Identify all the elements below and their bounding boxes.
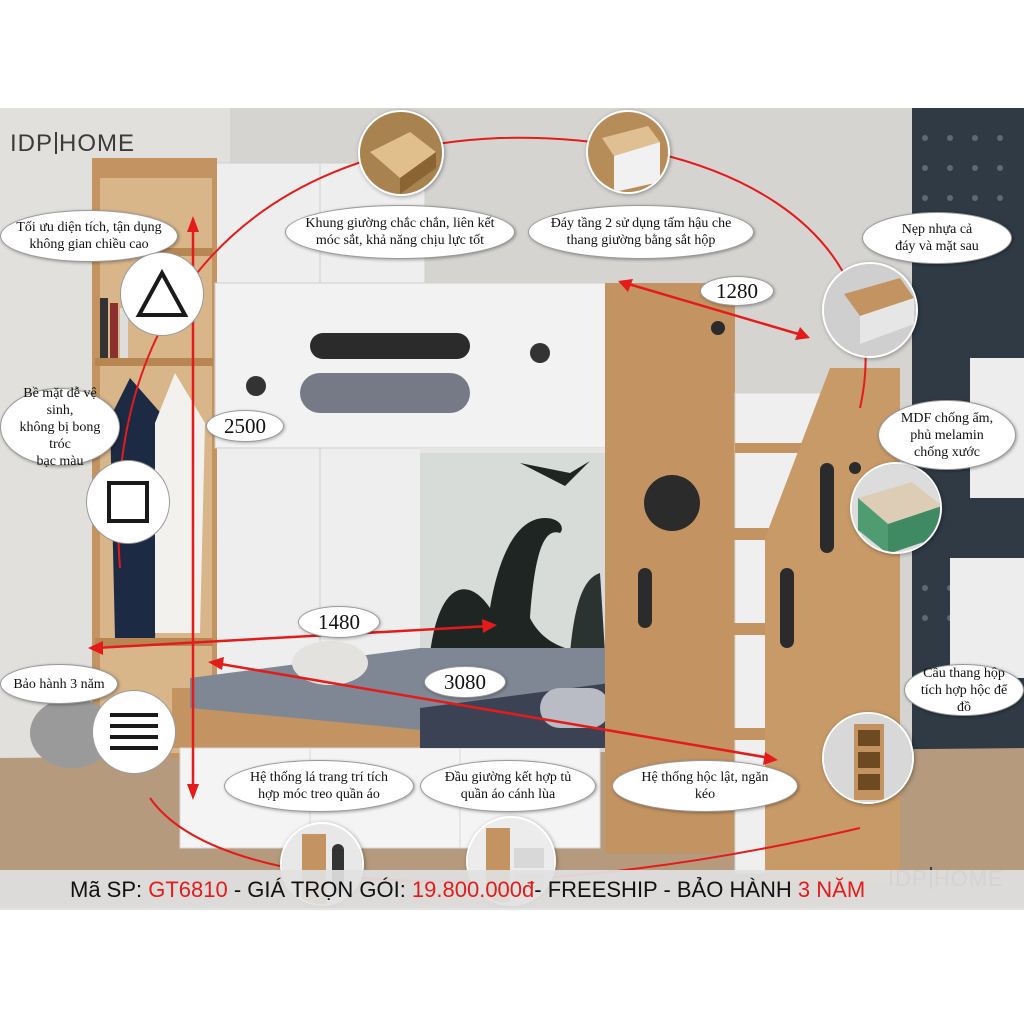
wood-joint-thumbnail	[358, 110, 444, 196]
dimension-width: 1480	[298, 606, 380, 638]
callout-headboard-wardrobe: Đầu giường kết hợp tủ quần áo cánh lùa	[420, 760, 596, 812]
square-icon	[86, 460, 170, 544]
warranty-value: 3 NĂM	[797, 877, 866, 902]
edge-banding-thumbnail	[822, 262, 918, 358]
callout-easy-clean: Bề mặt dễ vệ sinh, không bị bong tróc bạ…	[0, 386, 120, 469]
callout-decor-hooks: Hệ thống lá trang trí tích hợp móc treo …	[224, 760, 414, 812]
dimension-height: 2500	[206, 410, 284, 442]
panel-corner-thumbnail	[586, 110, 670, 194]
shipping-text: - FREESHIP - BẢO HÀNH	[534, 877, 798, 902]
callout-mdf-material: MDF chống ẩm, phủ melamin chống xước	[878, 400, 1016, 470]
mdf-sample-thumbnail	[850, 462, 942, 554]
callout-storage-stairs: Cầu thang hộp tích hợp hộc để đồ	[904, 664, 1024, 716]
product-info: Mã SP: GT6810 - GIÁ TRỌN GÓI: 19.800.000…	[70, 874, 865, 906]
price-banner	[0, 870, 1024, 910]
dimension-length: 3080	[424, 666, 506, 698]
product-code: GT6810	[148, 877, 228, 902]
lines-icon	[92, 690, 176, 774]
stair-storage-thumbnail	[822, 712, 914, 804]
callout-drawers: Hệ thống hộc lật, ngăn kéo	[612, 760, 798, 812]
callout-edge-banding: Nẹp nhựa cả đáy và mặt sau	[862, 212, 1012, 264]
product-code-label: Mã SP:	[70, 877, 149, 902]
dimension-depth: 1280	[700, 276, 774, 306]
callout-warranty: Bảo hành 3 năm	[0, 664, 118, 704]
callout-upper-floor: Đáy tầng 2 sử dụng tấm hậu che thang giư…	[528, 205, 754, 259]
callout-sturdy-frame: Khung giường chắc chắn, liên kết móc sắt…	[285, 205, 515, 259]
price-value: 19.800.000đ	[411, 877, 535, 902]
price-label: - GIÁ TRỌN GÓI:	[227, 877, 412, 902]
triangle-icon	[120, 252, 204, 336]
